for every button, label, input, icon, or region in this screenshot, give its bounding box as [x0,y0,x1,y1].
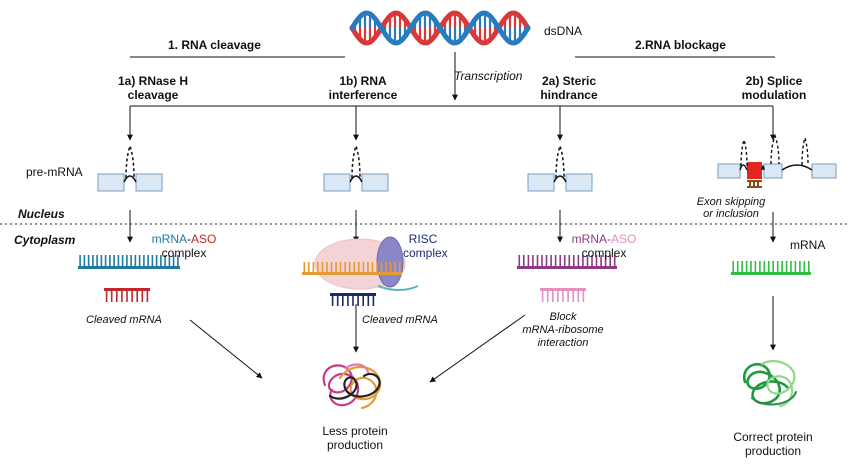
block-note-line3: interaction [537,337,589,349]
category-blockage-title: 2.RNA blockage [635,38,726,52]
mechanism-2a-line1: 2a) Steric [541,74,597,88]
complex-2a-label: mRNA-ASO complex [560,232,648,260]
block-note-line2: mRNA-ribosome [522,324,604,336]
nucleus-label: Nucleus [18,207,65,221]
block-note-line1: Block [549,311,577,323]
export-arrows [127,210,776,243]
pre-mrna-1b-icon [323,143,389,192]
transcription-label: Transcription [454,69,523,83]
pre-mrna-1a-icon [97,143,163,192]
target-exon-icon [747,162,762,179]
block-note: Block mRNA-ribosome interaction [508,311,618,350]
mrna-aso-complex-1a-icon [78,255,180,302]
correct-protein-line2: production [744,444,802,458]
cleaved-mrna-1b-label: Cleaved mRNA [362,314,438,326]
mechanism-1a-line2: cleavage [127,88,179,102]
correct-protein-line1: Correct protein [733,430,813,444]
cytoplasm-label: Cytoplasm [14,233,76,247]
aso-comb-icon [747,180,762,188]
mature-mrna-icon [731,261,811,275]
mechanism-2a-line2: hindrance [540,88,598,102]
cleaved-mrna-1a-label: Cleaved mRNA [86,314,162,326]
folded-protein-icon [742,360,797,408]
protein-arrows [189,296,776,383]
mechanism-1a-line1: 1a) RNase H [117,74,189,88]
mechanism-2b-line1: 2b) Splice [745,74,803,88]
complex-2a-dash: - [607,232,611,246]
less-protein-line1: Less protein [322,424,388,438]
distribution-bracket [127,105,776,141]
complex-1a-mrna: mRNA [151,232,187,246]
risc-line1: RISC [408,232,438,246]
category-cleavage-title: 1. RNA cleavage [168,38,261,52]
risc-complex-icon [302,236,419,306]
complex-2a-line2: complex [581,246,627,260]
mechanism-1b-title: 1b) RNA interference [318,74,408,102]
pre-mrna-2a-icon [527,143,593,192]
complex-1a-dash: - [187,232,191,246]
dna-helix-icon [349,10,531,46]
pre-mrna-label: pre-mRNA [26,165,83,179]
less-protein-line2: production [326,438,384,452]
mechanism-2a-title: 2a) Steric hindrance [524,74,614,102]
complex-2a-mrna: mRNA [571,232,607,246]
complex-1a-label: mRNA-ASO complex [140,232,228,260]
risc-line2: complex [403,246,448,260]
mechanism-2b-line2: modulation [741,88,807,102]
misfolded-protein-icon [322,363,382,410]
dsdna-label: dsDNA [544,24,583,38]
correct-protein-label: Correct protein production [713,430,833,458]
mechanism-2b-title: 2b) Splice modulation [724,74,824,102]
less-protein-label: Less protein production [300,424,410,452]
exon-note-line1: Exon skipping [696,196,766,208]
complex-1a-line2: complex [161,246,207,260]
exon-note: Exon skipping or inclusion [676,196,786,220]
exon-note-line2: or inclusion [703,208,759,220]
pre-mrna-splice-icon [717,134,837,188]
mechanism-1a-title: 1a) RNase H cleavage [98,74,208,102]
mechanism-1b-line2: interference [328,88,398,102]
risc-label: RISC complex [403,232,448,260]
mrna-label: mRNA [790,238,826,252]
mechanism-1b-line1: 1b) RNA [339,74,387,88]
complex-2a-aso: ASO [611,232,637,246]
complex-1a-aso: ASO [191,232,217,246]
mrna-aso-complex-2a-icon [517,255,617,302]
